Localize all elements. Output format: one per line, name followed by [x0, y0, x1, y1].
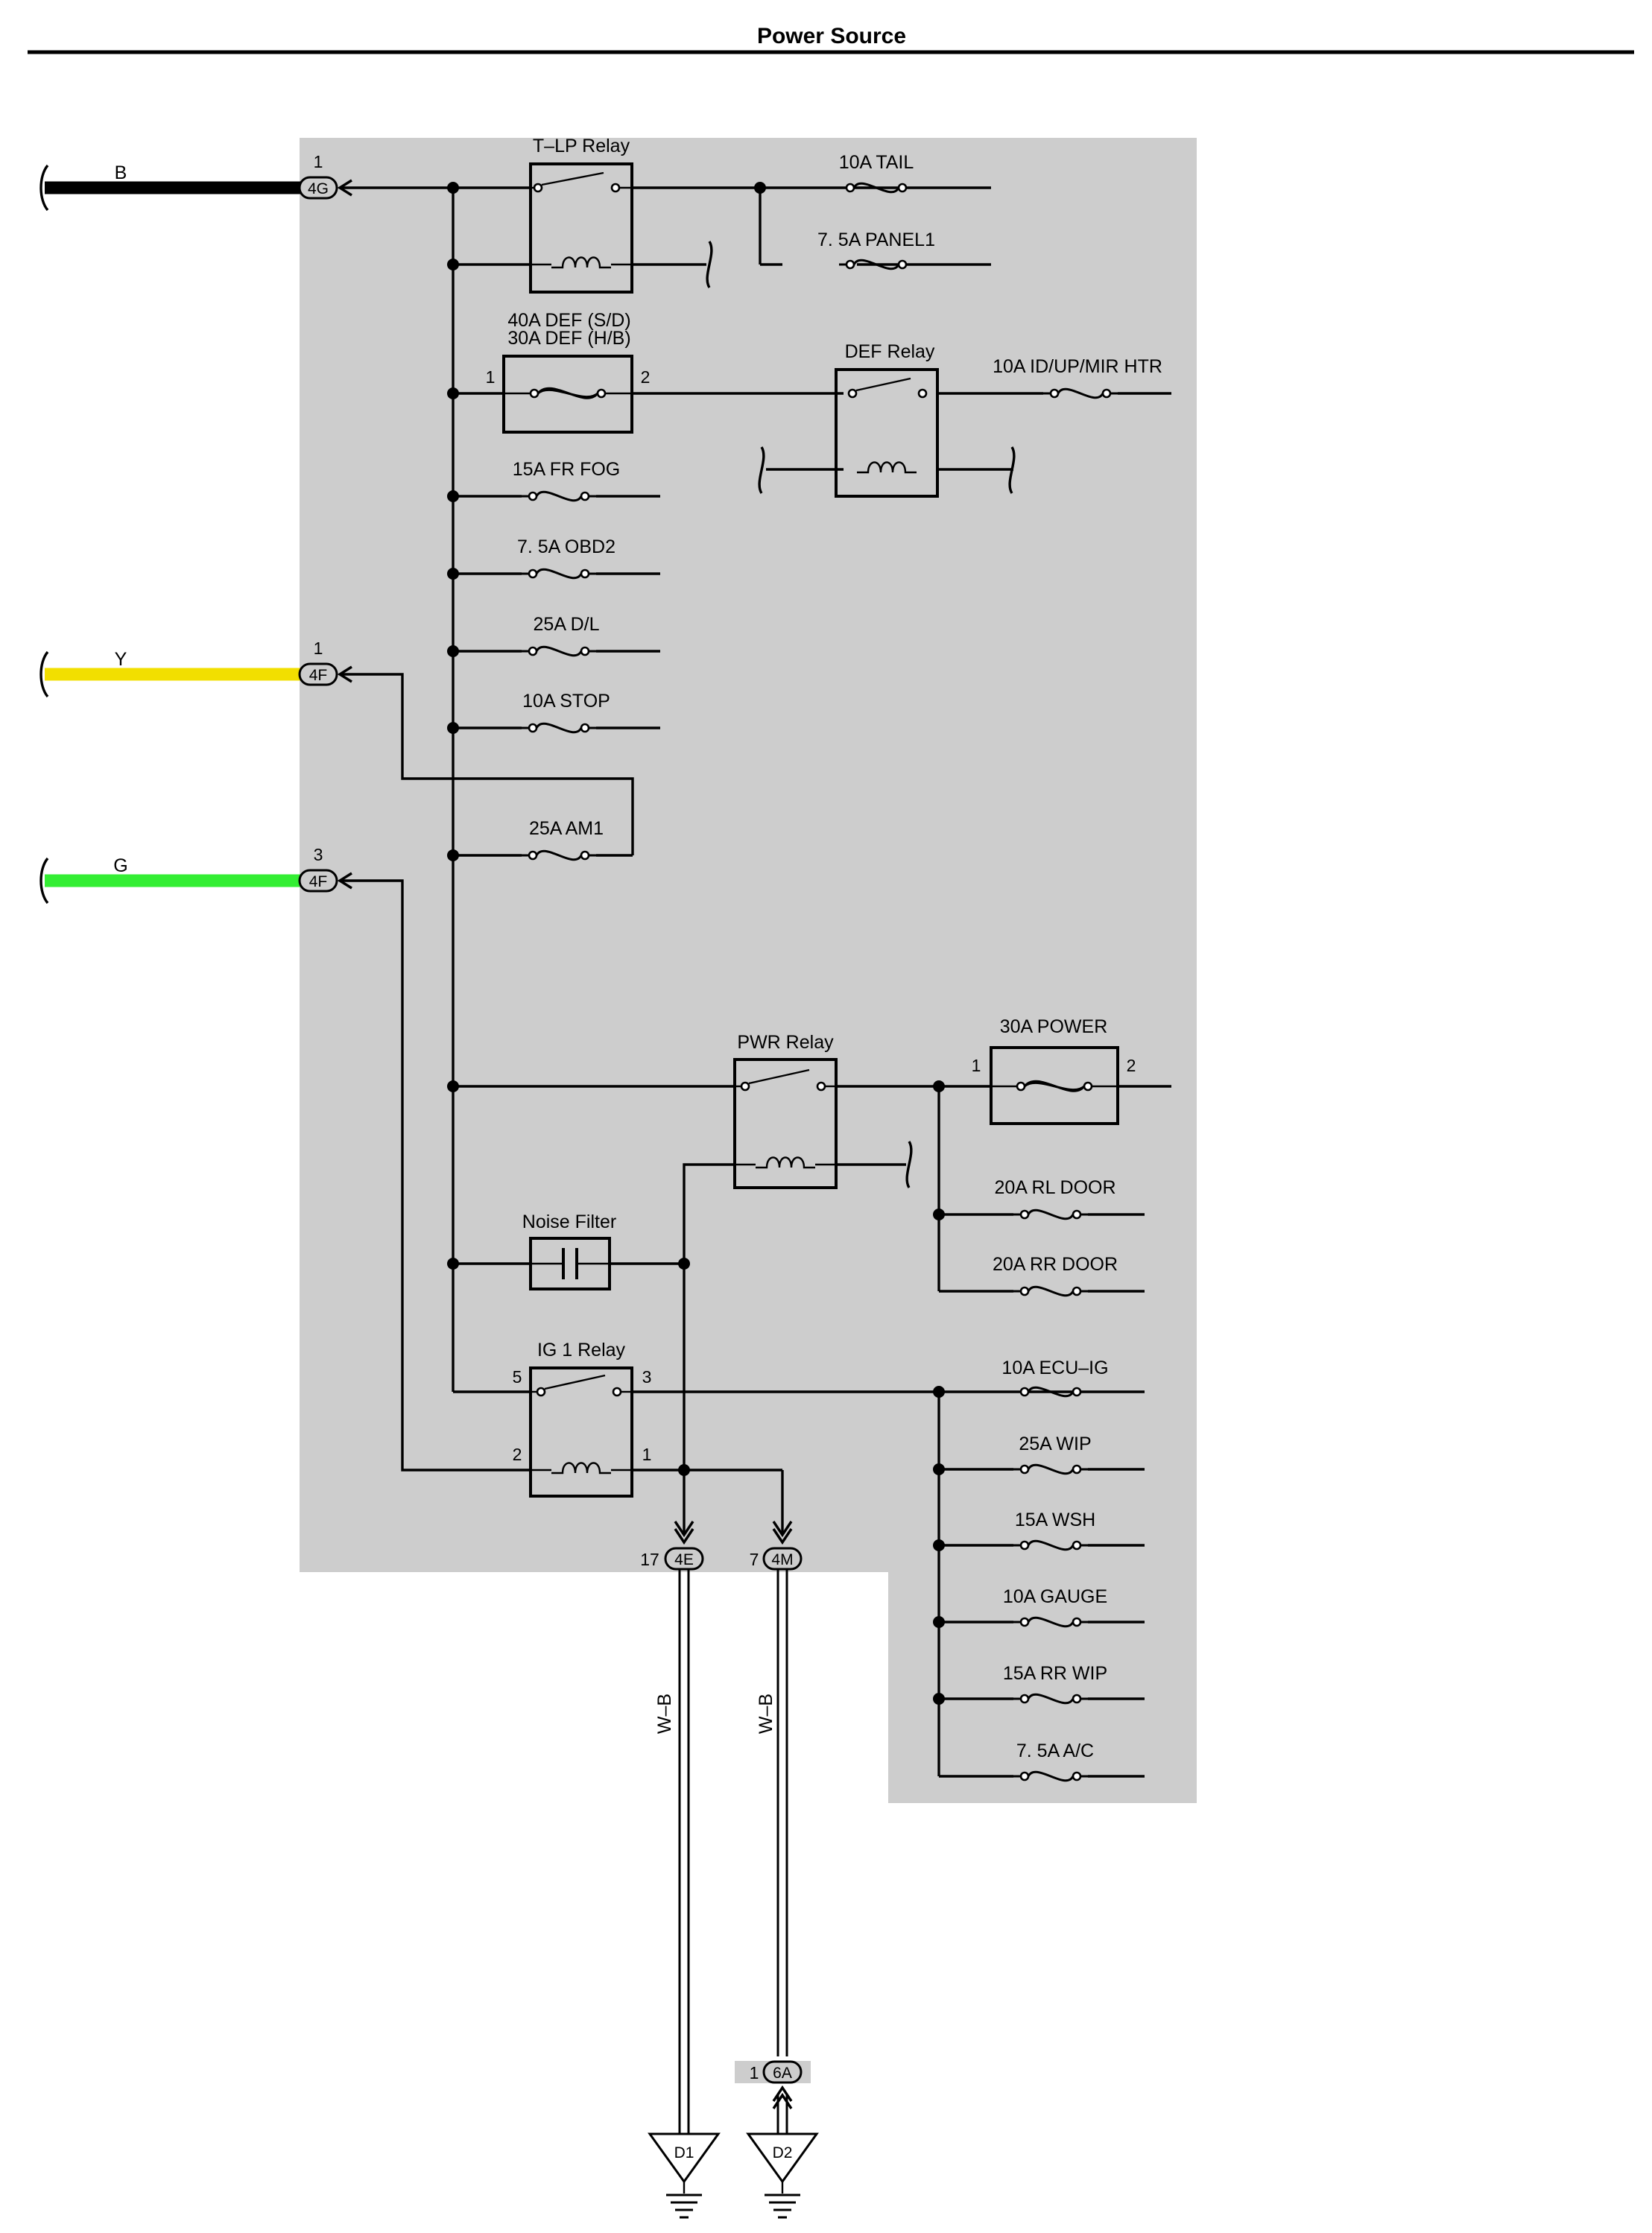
svg-text:7. 5A OBD2: 7. 5A OBD2 [517, 536, 615, 557]
svg-text:30A DEF (H/B): 30A DEF (H/B) [507, 328, 630, 349]
output-4m: 7 4M W–B [750, 1521, 803, 2056]
svg-text:6A: 6A [773, 2065, 792, 2082]
svg-text:1: 1 [642, 1445, 652, 1464]
fuse-7-5a-obd2: 7. 5A OBD2 [517, 536, 615, 580]
bus-wires [340, 186, 1171, 1778]
fuse-20a-rr-door: 20A RR DOOR [993, 1254, 1118, 1297]
pin-label: 1 [314, 639, 323, 658]
svg-text:4E: 4E [674, 1551, 694, 1568]
fuse-15a-rr-wip: 15A RR WIP [1003, 1663, 1107, 1705]
fuse-20a-rl-door: 20A RL DOOR [994, 1177, 1116, 1220]
fuse-25a-dl: 25A D/L [520, 614, 600, 657]
svg-text:1: 1 [486, 367, 496, 387]
fuse-7-5a-panel1: 7. 5A PANEL1 [817, 229, 935, 270]
svg-text:7. 5A PANEL1: 7. 5A PANEL1 [817, 229, 935, 250]
svg-text:4F: 4F [309, 873, 328, 890]
ig1-relay: IG 1 Relay 5 3 2 1 [513, 1340, 652, 1498]
svg-text:25A AM1: 25A AM1 [529, 818, 604, 839]
page-title: Power Source [757, 24, 906, 48]
svg-text:15A FR FOG: 15A FR FOG [513, 459, 620, 480]
relay-label: PWR Relay [737, 1032, 834, 1053]
svg-text:25A WIP: 25A WIP [1019, 1434, 1091, 1454]
fuse-def: 40A DEF (S/D) 30A DEF (H/B) 1 2 [486, 310, 651, 434]
svg-text:2: 2 [513, 1445, 522, 1464]
svg-text:7: 7 [750, 1550, 759, 1569]
svg-text:20A RL DOOR: 20A RL DOOR [994, 1177, 1115, 1198]
svg-text:D1: D1 [674, 2144, 694, 2161]
fuse-30a-power: 30A POWER 1 2 [972, 1016, 1136, 1125]
connector-6a: 1 6A [735, 2060, 811, 2134]
wire-color-label: W–B [654, 1694, 675, 1734]
relay-label: DEF Relay [845, 341, 935, 362]
svg-text:10A GAUGE: 10A GAUGE [1003, 1586, 1107, 1607]
pin-label: 3 [314, 845, 323, 864]
output-4e: 17 4E W–B [640, 1521, 704, 2134]
wire-color-label: B [115, 162, 127, 183]
svg-text:4F: 4F [309, 667, 328, 684]
svg-text:10A ECU–IG: 10A ECU–IG [1001, 1358, 1108, 1378]
svg-text:7. 5A A/C: 7. 5A A/C [1016, 1741, 1094, 1761]
svg-text:25A D/L: 25A D/L [534, 614, 600, 635]
pin-label: 1 [314, 152, 323, 171]
def-relay: DEF Relay [758, 341, 1016, 498]
svg-text:20A RR DOOR: 20A RR DOOR [993, 1254, 1118, 1275]
svg-text:1: 1 [750, 2063, 759, 2082]
svg-text:30A POWER: 30A POWER [1000, 1016, 1108, 1037]
connector-4f-pin3: 3 4F [298, 845, 352, 893]
fuse-25a-wip: 25A WIP [1012, 1434, 1092, 1475]
svg-text:15A RR WIP: 15A RR WIP [1003, 1663, 1107, 1684]
connector-4g: 1 4G [298, 152, 352, 200]
svg-text:40A DEF (S/D): 40A DEF (S/D) [507, 310, 630, 331]
fuse-10a-stop: 10A STOP [520, 691, 610, 734]
fuse-10a-id-up-mir-htr: 10A ID/UP/MIR HTR [993, 356, 1162, 399]
svg-text:Noise Filter: Noise Filter [522, 1211, 616, 1232]
junction-block-area [300, 138, 1197, 1803]
fuse-25a-am1: 25A AM1 [520, 818, 604, 861]
svg-text:1: 1 [972, 1056, 981, 1075]
svg-text:10A STOP: 10A STOP [522, 691, 610, 712]
svg-text:4G: 4G [308, 180, 329, 197]
wire-color-label: G [113, 855, 127, 876]
svg-text:10A ID/UP/MIR HTR: 10A ID/UP/MIR HTR [993, 356, 1162, 377]
ground-d1: D1 [648, 2132, 721, 2219]
input-wire-g: G [39, 855, 301, 905]
fuse-10a-ecu-ig: 10A ECU–IG [1001, 1358, 1109, 1398]
input-wire-b: B [39, 162, 301, 212]
svg-text:10A TAIL: 10A TAIL [839, 152, 914, 173]
svg-text:2: 2 [1127, 1056, 1136, 1075]
svg-text:15A WSH: 15A WSH [1015, 1510, 1095, 1530]
fuse-10a-tail: 10A TAIL [838, 152, 915, 194]
junction-dots [447, 182, 945, 1705]
svg-text:D2: D2 [773, 2144, 793, 2161]
fuse-15a-wsh: 15A WSH [1012, 1510, 1095, 1551]
fuse-15a-fr-fog: 15A FR FOG [513, 459, 620, 502]
fuse-10a-gauge: 10A GAUGE [1003, 1586, 1107, 1628]
ground-d2: D2 [746, 2132, 819, 2219]
fuse-7-5a-ac: 7. 5A A/C [1012, 1741, 1094, 1782]
svg-text:5: 5 [513, 1367, 522, 1387]
noise-filter: Noise Filter [522, 1211, 616, 1290]
pwr-relay: PWR Relay [733, 1032, 913, 1189]
svg-text:17: 17 [640, 1550, 659, 1569]
tlp-relay: T–LP Relay [529, 136, 713, 294]
relay-label: T–LP Relay [533, 136, 630, 156]
svg-text:3: 3 [642, 1367, 652, 1387]
wire-color-label: W–B [756, 1694, 776, 1734]
wire-color-label: Y [115, 649, 127, 670]
svg-text:2: 2 [641, 367, 651, 387]
input-wire-y: Y [39, 649, 301, 698]
relay-label: IG 1 Relay [537, 1340, 626, 1361]
svg-text:4M: 4M [771, 1551, 793, 1568]
